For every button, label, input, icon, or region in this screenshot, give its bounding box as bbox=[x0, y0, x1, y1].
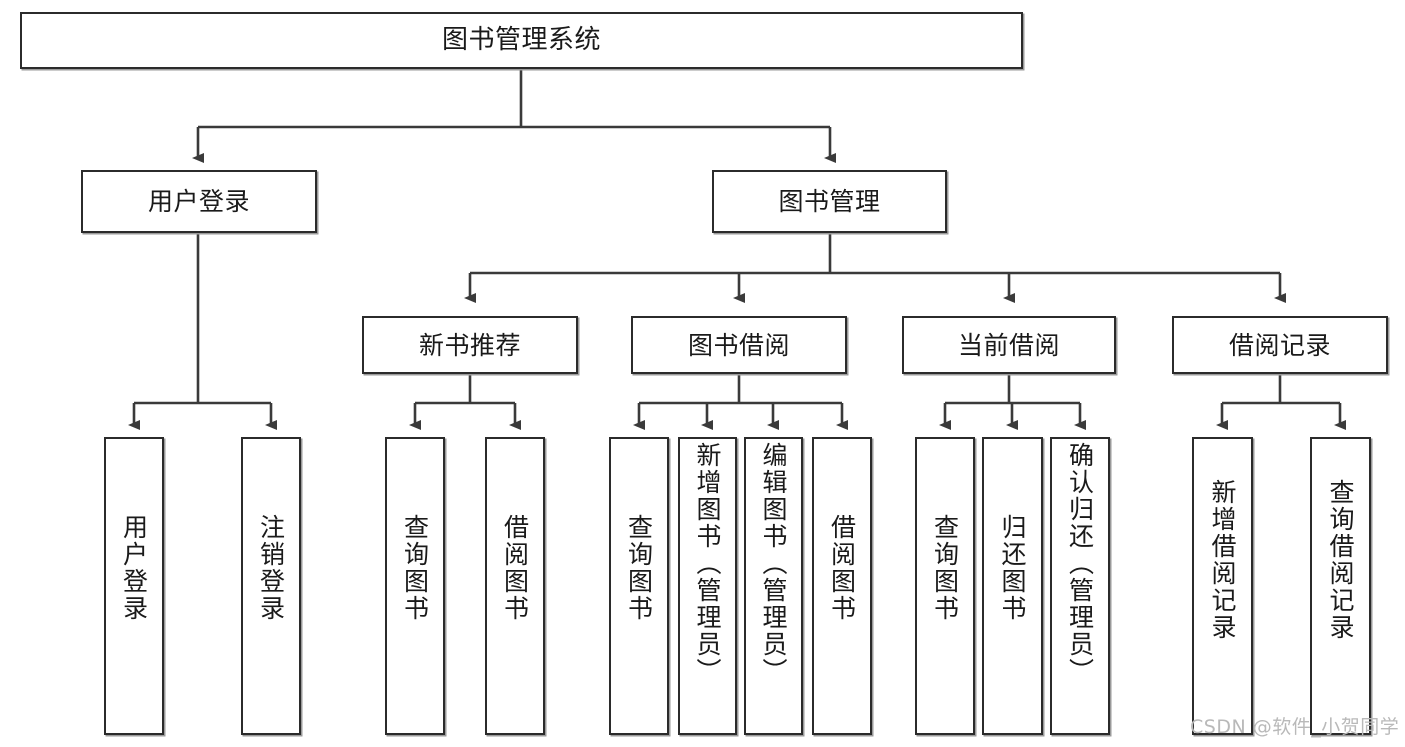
node-label: 用户登录 bbox=[119, 514, 149, 622]
leaf-query-book-borrow[interactable]: 查询图书 bbox=[609, 437, 669, 735]
leaf-return-book[interactable]: 归还图书 bbox=[982, 437, 1043, 735]
node-label: 确认归还（管理员） bbox=[1065, 442, 1095, 685]
node-book-borrow[interactable]: 图书借阅 bbox=[631, 316, 847, 374]
node-label: 借阅图书 bbox=[500, 514, 530, 622]
leaf-query-book-current[interactable]: 查询图书 bbox=[915, 437, 975, 735]
node-root-system[interactable]: 图书管理系统 bbox=[20, 12, 1023, 69]
node-label: 借阅图书 bbox=[827, 514, 857, 622]
node-book-manage[interactable]: 图书管理 bbox=[712, 170, 947, 233]
node-label: 编辑图书（管理员） bbox=[759, 442, 788, 685]
node-label: 新书推荐 bbox=[418, 330, 521, 360]
node-label: 用户登录 bbox=[147, 187, 250, 216]
node-user-login[interactable]: 用户登录 bbox=[81, 170, 317, 233]
node-label: 图书借阅 bbox=[687, 330, 790, 360]
csdn-watermark: CSDN @软件_小贺同学 bbox=[1190, 716, 1400, 738]
node-label: 图书管理系统 bbox=[441, 25, 601, 56]
leaf-logout[interactable]: 注销登录 bbox=[241, 437, 301, 735]
leaf-query-book-recommend[interactable]: 查询图书 bbox=[385, 437, 445, 735]
node-label: 图书管理 bbox=[778, 187, 881, 216]
node-label: 归还图书 bbox=[998, 514, 1027, 622]
node-label: 新增借阅记录 bbox=[1208, 479, 1237, 641]
leaf-user-login[interactable]: 用户登录 bbox=[104, 437, 164, 735]
leaf-query-borrow-record[interactable]: 查询借阅记录 bbox=[1310, 437, 1371, 735]
leaf-add-borrow-record[interactable]: 新增借阅记录 bbox=[1192, 437, 1253, 735]
node-label: 查询图书 bbox=[624, 514, 654, 622]
node-label: 查询图书 bbox=[400, 514, 430, 622]
leaf-borrow-book[interactable]: 借阅图书 bbox=[812, 437, 872, 735]
node-label: 新增图书（管理员） bbox=[693, 442, 722, 685]
node-label: 查询图书 bbox=[930, 514, 960, 622]
node-label: 查询借阅记录 bbox=[1326, 479, 1355, 641]
node-label: 借阅记录 bbox=[1228, 330, 1331, 360]
leaf-edit-book-admin[interactable]: 编辑图书（管理员） bbox=[744, 437, 803, 735]
node-new-book-recommend[interactable]: 新书推荐 bbox=[362, 316, 578, 374]
leaf-confirm-return-admin[interactable]: 确认归还（管理员） bbox=[1050, 437, 1110, 735]
node-label: 当前借阅 bbox=[957, 330, 1060, 360]
leaf-add-book-admin[interactable]: 新增图书（管理员） bbox=[678, 437, 737, 735]
leaf-borrow-book-recommend[interactable]: 借阅图书 bbox=[485, 437, 545, 735]
node-borrow-record[interactable]: 借阅记录 bbox=[1172, 316, 1388, 374]
node-current-borrow[interactable]: 当前借阅 bbox=[902, 316, 1116, 374]
node-label: 注销登录 bbox=[256, 514, 286, 622]
